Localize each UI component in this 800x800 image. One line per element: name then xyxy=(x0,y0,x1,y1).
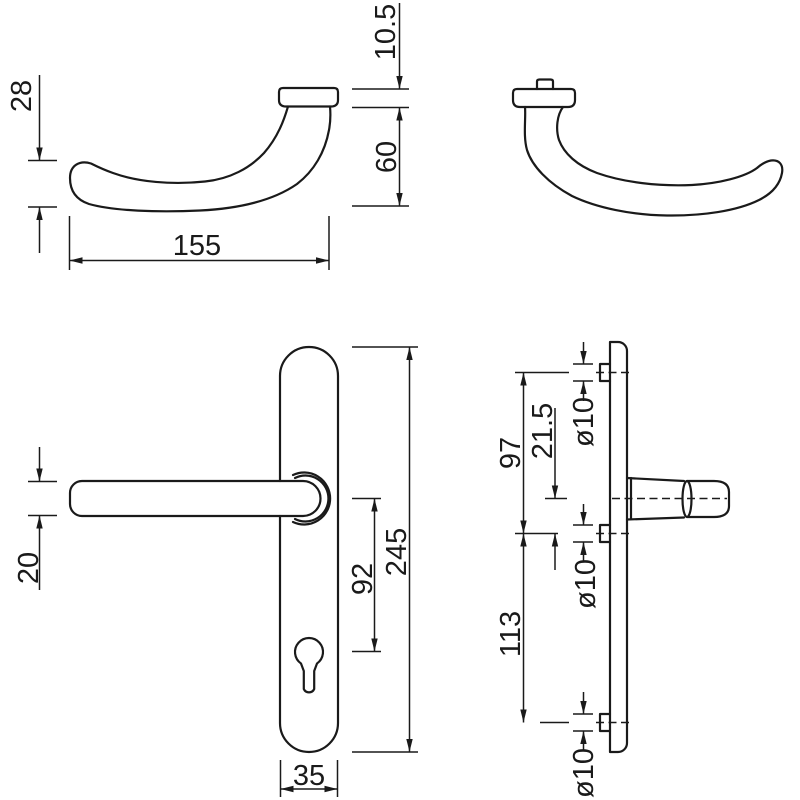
plate-profile-outline xyxy=(608,340,629,754)
dim-plate-length-245: 245 xyxy=(352,346,418,753)
arrowhead-down xyxy=(406,739,413,752)
arrowhead-down xyxy=(396,76,403,89)
dim-handle-to-cylinder-92: 92 xyxy=(347,497,381,653)
lever-collar-outline xyxy=(277,86,340,108)
dim-label-20: 20 xyxy=(13,552,45,584)
arrowhead-up xyxy=(396,107,403,121)
dim-grip-height-28: 28 xyxy=(6,75,57,253)
arrowhead-down xyxy=(580,351,587,364)
dim-label-97: 97 xyxy=(495,437,527,469)
arrowhead-right xyxy=(316,257,329,264)
arrowhead-down xyxy=(371,638,378,652)
arrowhead-right xyxy=(324,785,338,793)
lever-body-outline xyxy=(68,105,332,213)
dim-plate-width-35: 35 xyxy=(279,760,339,797)
handle-stub-bottom-edge xyxy=(625,516,686,521)
handle-stub-end-cap xyxy=(685,479,731,519)
arrowhead-down xyxy=(520,520,527,534)
dim-grip-thickness-20: 20 xyxy=(13,447,57,590)
backplate-outline xyxy=(278,345,340,754)
view-plate-front: 20 92 245 35 xyxy=(13,345,418,797)
rose-ring-outer-arc xyxy=(291,471,332,526)
arrowhead-down xyxy=(36,468,43,482)
dim-projection-60: 60 xyxy=(352,107,409,207)
arrowhead-down xyxy=(36,147,43,161)
spindle-tab-outline xyxy=(535,78,555,91)
arrowhead-down xyxy=(520,709,527,723)
dim-label-10-5: 10.5 xyxy=(370,4,402,60)
lever-collar-outline xyxy=(511,87,577,109)
arrowhead-down xyxy=(580,512,587,525)
dim-label-21-5: 21.5 xyxy=(527,403,559,459)
dim-label-245: 245 xyxy=(381,528,413,576)
dim-label-diameter-bottom: ø10 xyxy=(568,748,600,798)
arrowhead-up xyxy=(520,533,527,547)
handle-bar-outline xyxy=(68,479,322,518)
dim-label-92: 92 xyxy=(347,563,379,595)
handle-stub-top-edge xyxy=(625,476,686,483)
dim-label-28: 28 xyxy=(6,80,38,112)
arrowhead-down xyxy=(396,193,403,206)
arrowhead-down xyxy=(551,485,559,499)
dim-fixing-diameter-top: ø10 xyxy=(568,342,600,447)
dim-label-113: 113 xyxy=(495,611,527,657)
arrowhead-up xyxy=(520,372,527,386)
arrowhead-down xyxy=(580,701,587,714)
arrowhead-left xyxy=(69,257,83,264)
arrowhead-left xyxy=(280,785,294,793)
dim-fixing-diameter-bottom: ø10 xyxy=(568,692,600,798)
dim-fixing-diameter-mid: ø10 xyxy=(570,504,602,609)
view-lever-front xyxy=(511,78,784,217)
dim-top-fixing-to-axis-97: 97 xyxy=(495,371,569,535)
euro-cylinder-cutout xyxy=(293,636,325,694)
dim-label-diameter-mid: ø10 xyxy=(570,559,602,609)
dim-label-60: 60 xyxy=(371,141,403,173)
dim-label-155: 155 xyxy=(173,230,221,262)
dim-axis-to-mid-fixing-21-5: 21.5 xyxy=(527,403,567,570)
arrowhead-up xyxy=(371,498,378,512)
dim-label-diameter-top: ø10 xyxy=(568,397,600,447)
rose-ring-inner-arc xyxy=(293,474,330,523)
dim-label-35: 35 xyxy=(293,760,325,792)
dim-collar-height-10-5: 10.5 xyxy=(352,3,409,109)
dim-mid-to-bottom-fixing-113: 113 xyxy=(495,533,569,724)
dim-lever-length-155: 155 xyxy=(68,216,330,270)
view-plate-side: 97 21.5 113 ø10 xyxy=(495,340,731,798)
arrowhead-up xyxy=(406,347,413,360)
lever-body-outline xyxy=(523,105,784,217)
view-lever-side: 28 155 10.5 60 xyxy=(6,3,409,270)
